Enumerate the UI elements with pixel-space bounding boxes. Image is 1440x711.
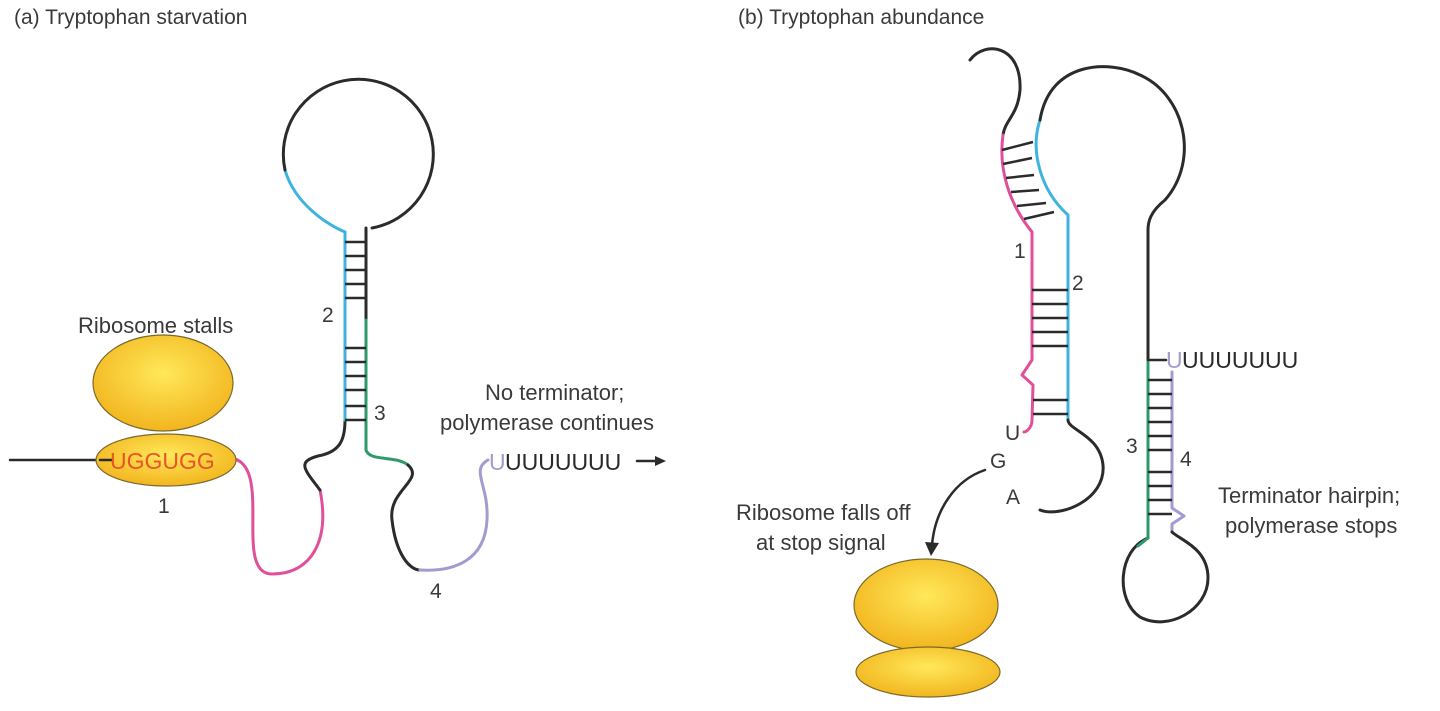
- region-3-tail: [364, 448, 410, 467]
- label-region-2-b: 2: [1072, 272, 1084, 295]
- panel-a-title: (a) Tryptophan starvation: [14, 6, 247, 29]
- loop-region-2-blue: [283, 168, 347, 234]
- label-region-4-a: 4: [430, 580, 442, 603]
- ribosome-stalls-label: Ribosome stalls: [78, 313, 233, 338]
- ribosome-released: [853, 558, 1001, 698]
- note-ribosome-falls-off: Ribosome falls off: [736, 500, 911, 525]
- panel-a: (a) Tryptophan starvation: [8, 6, 666, 603]
- panel-b: (b) Tryptophan abundance: [736, 6, 1400, 698]
- u-tail-first-a: U: [489, 449, 506, 475]
- ribosome-large-subunit-b: [853, 558, 999, 652]
- ribosome-small-subunit-b: [855, 646, 1001, 698]
- region-4-strand: [418, 458, 490, 572]
- note-polymerase-stops: polymerase stops: [1225, 513, 1397, 538]
- trp-codons-sequence: UGGUGG: [110, 448, 215, 474]
- label-region-4-b: 4: [1180, 448, 1192, 471]
- note-terminator-hairpin: Terminator hairpin;: [1218, 483, 1400, 508]
- top-loop-black: [281, 77, 435, 230]
- stem-1-2-upper-basepairs: [1001, 140, 1055, 221]
- ribosome-large-subunit: [92, 334, 234, 432]
- region-1-strand: [228, 456, 325, 576]
- stop-codon-u: U: [1005, 422, 1020, 445]
- stop-codon-g: G: [990, 450, 1006, 473]
- u-tail-first-b: U: [1166, 347, 1183, 373]
- label-region-2-a: 2: [322, 304, 334, 327]
- label-region-1-b: 1: [1014, 240, 1026, 263]
- ribosome-small-subunit: [95, 433, 237, 487]
- note-no-terminator: No terminator;: [485, 380, 624, 405]
- continue-arrow-head: [655, 456, 666, 466]
- ribosome-stalled: [92, 334, 237, 487]
- u-tail-rest-a: UUUUUUU: [505, 449, 621, 475]
- top-loop-b: [1038, 65, 1186, 232]
- panel-b-title: (b) Tryptophan abundance: [738, 6, 984, 29]
- lower-loop-b: [1038, 418, 1105, 514]
- region-4-strand-b: [1170, 370, 1186, 534]
- region-3-end: [1136, 536, 1150, 548]
- stop-codon-a: A: [1006, 486, 1020, 509]
- stem-1-2-lower-basepairs: [1032, 288, 1068, 416]
- ribosome-release-arrowhead: [925, 542, 939, 556]
- region-2-strand-b: [1034, 118, 1070, 422]
- ribosome-release-arrow: [930, 468, 987, 547]
- stem-3-4-basepairs: [1148, 378, 1172, 516]
- u-tail-rest-b: UUUUUUU: [1182, 347, 1298, 373]
- stem-2-3-basepairs: [345, 240, 366, 422]
- note-at-stop-signal: at stop signal: [756, 530, 886, 555]
- terminator-loop: [1121, 530, 1210, 624]
- linker-strand: [303, 418, 347, 492]
- region-1-strand-b: [1000, 133, 1035, 434]
- linker-2-strand: [390, 463, 422, 572]
- leader-5prime-strand: [968, 47, 1022, 137]
- label-region-3-a: 3: [374, 402, 386, 425]
- label-region-1-a: 1: [158, 495, 170, 518]
- label-region-3-b: 3: [1126, 435, 1138, 458]
- note-polymerase-continues: polymerase continues: [440, 410, 654, 435]
